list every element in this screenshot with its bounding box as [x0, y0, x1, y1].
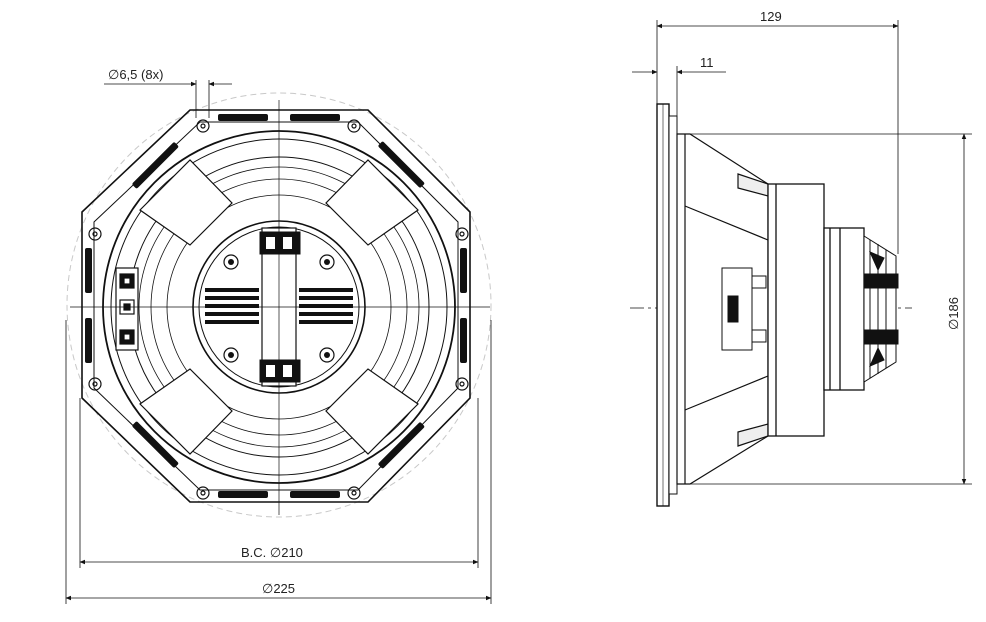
depth-dimension: 129 — [656, 9, 899, 254]
hole-diameter-label: ∅6,5 (8x) — [108, 67, 163, 82]
outer-diameter-label: ∅225 — [262, 581, 295, 596]
front-view: ∅6,5 (8x) B.C. ∅210 ∅225 — [65, 67, 492, 604]
side-view: 129 11 ∅186 — [630, 9, 972, 507]
flange-thickness-label: 11 — [700, 55, 714, 70]
depth-label: 129 — [760, 9, 782, 24]
mounting-holes — [88, 119, 469, 500]
heatsink-fins — [863, 235, 899, 383]
basket-arms — [139, 159, 419, 455]
bolt-circle-dimension: B.C. ∅210 — [79, 398, 479, 568]
magnet-housing — [767, 183, 865, 437]
center-lines — [70, 100, 490, 515]
bolt-circle-label: B.C. ∅210 — [241, 545, 303, 560]
terminal-block — [115, 267, 139, 351]
side-terminals — [721, 267, 767, 351]
frame-outline — [81, 109, 471, 503]
hole-dimension: ∅6,5 (8x) — [104, 67, 232, 118]
outer-diameter-circle — [66, 92, 492, 518]
side-diameter-label: ∅186 — [946, 297, 961, 330]
flange-step — [668, 115, 678, 495]
flange-thickness-dimension: 11 — [632, 55, 726, 116]
outer-diameter-dimension: ∅225 — [65, 320, 492, 604]
frame-slots — [85, 114, 467, 498]
side-diameter-dimension: ∅186 — [690, 133, 972, 485]
